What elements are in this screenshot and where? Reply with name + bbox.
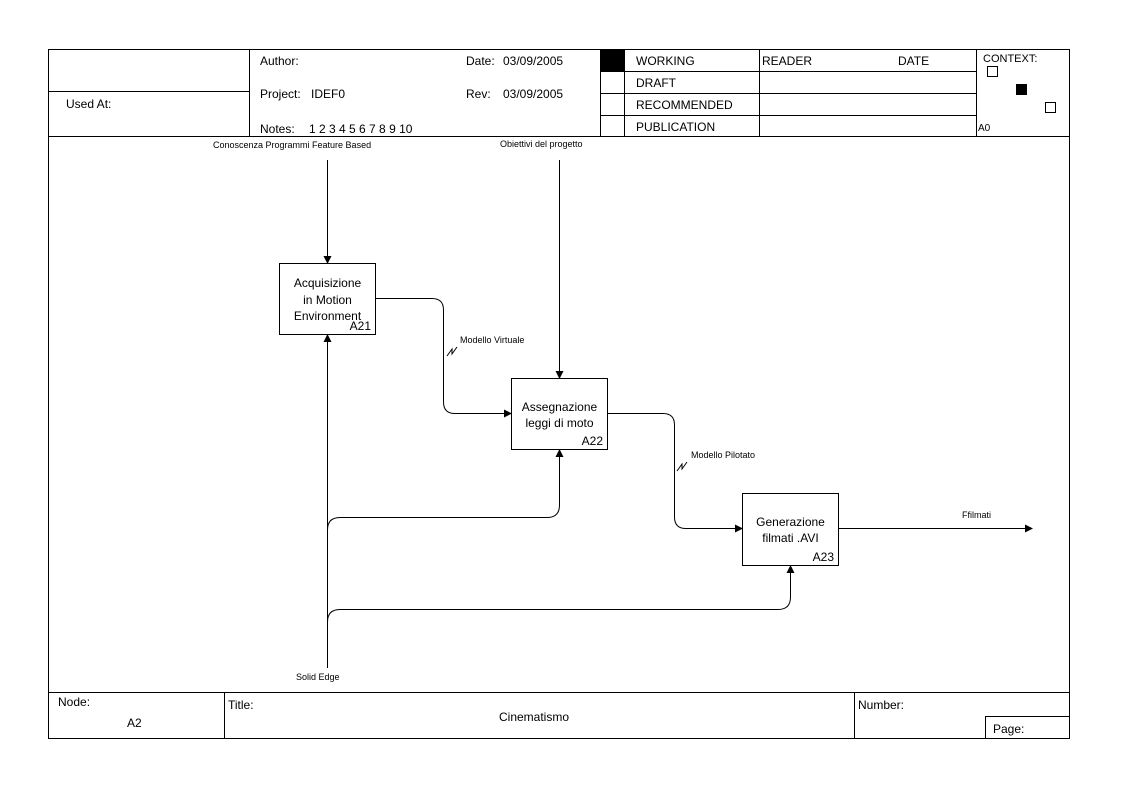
status-recommended: RECOMMENDED (636, 98, 733, 112)
title-label: Title: (228, 698, 254, 712)
activity-label-a22-line2: leggi di moto (525, 416, 594, 430)
date-label: Date: (466, 54, 495, 68)
node-value: A2 (127, 716, 142, 730)
arrow-label-mechanism: Solid Edge (296, 672, 340, 682)
notes-values: 1 2 3 4 5 6 7 8 9 10 (309, 122, 413, 136)
link-arrow-a21-a22 (376, 298, 512, 418)
project-value: IDEF0 (311, 87, 346, 101)
node-label: Node: (58, 695, 91, 709)
activity-label-a23-line1: Generazione (756, 515, 825, 529)
page-label: Page: (993, 722, 1025, 736)
activity-code-a22: A22 (581, 434, 603, 448)
squiggle-modello-virtuale (446, 346, 458, 357)
number-label: Number: (858, 698, 905, 712)
context-current-marker (1016, 84, 1027, 95)
project-label: Project: (260, 87, 301, 101)
reader-header: READER (762, 54, 813, 68)
context-label: CONTEXT: (983, 53, 1038, 65)
activity-label-a21-line1: Acquisizione (293, 276, 362, 290)
rev-label: Rev: (466, 87, 491, 101)
activity-box-a22: Assegnazione leggi di moto A22 (511, 378, 608, 450)
arrow-label-control-2: Obiettivi del progetto (500, 139, 583, 149)
activity-label-a21-line2: in Motion (303, 293, 352, 307)
link-arrow-a22-a23 (608, 413, 743, 533)
activity-box-a21: Acquisizione in Motion Environment A21 (279, 263, 376, 335)
outer-frame (48, 49, 1070, 739)
status-publication: PUBLICATION (636, 120, 716, 134)
activity-code-a23: A23 (812, 550, 834, 564)
notes-label: Notes: (260, 122, 295, 136)
activity-label-a23-line2: filmati .AVI (762, 531, 819, 545)
activity-code-a21: A21 (349, 319, 371, 333)
working-status-marker (601, 50, 624, 71)
activity-box-a23: Generazione filmati .AVI A23 (742, 493, 839, 566)
rev-value: 03/09/2005 (503, 87, 564, 101)
arrow-label-link-2: Modello Pilotato (691, 450, 756, 460)
arrow-label-control-1: Conoscenza Programmi Feature Based (213, 140, 372, 150)
title-value: Cinematismo (499, 710, 570, 724)
date-value: 03/09/2005 (503, 54, 564, 68)
used-at-label: Used At: (66, 97, 112, 111)
context-node: A0 (978, 123, 991, 134)
author-label: Author: (260, 54, 299, 68)
arrow-label-output: Ffilmati (962, 510, 991, 520)
mechanism-arrow-a23 (327, 565, 795, 623)
activity-label-a21-line3: Environment (293, 309, 362, 323)
squiggle-modello-pilotato (676, 461, 688, 472)
mechanism-arrow-a22 (327, 449, 564, 531)
arrow-label-link-1: Modello Virtuale (460, 335, 525, 345)
status-working: WORKING (636, 54, 695, 68)
date-column-header: DATE (898, 54, 930, 68)
status-draft: DRAFT (636, 76, 676, 90)
activity-label-a22-line1: Assegnazione (521, 400, 598, 414)
